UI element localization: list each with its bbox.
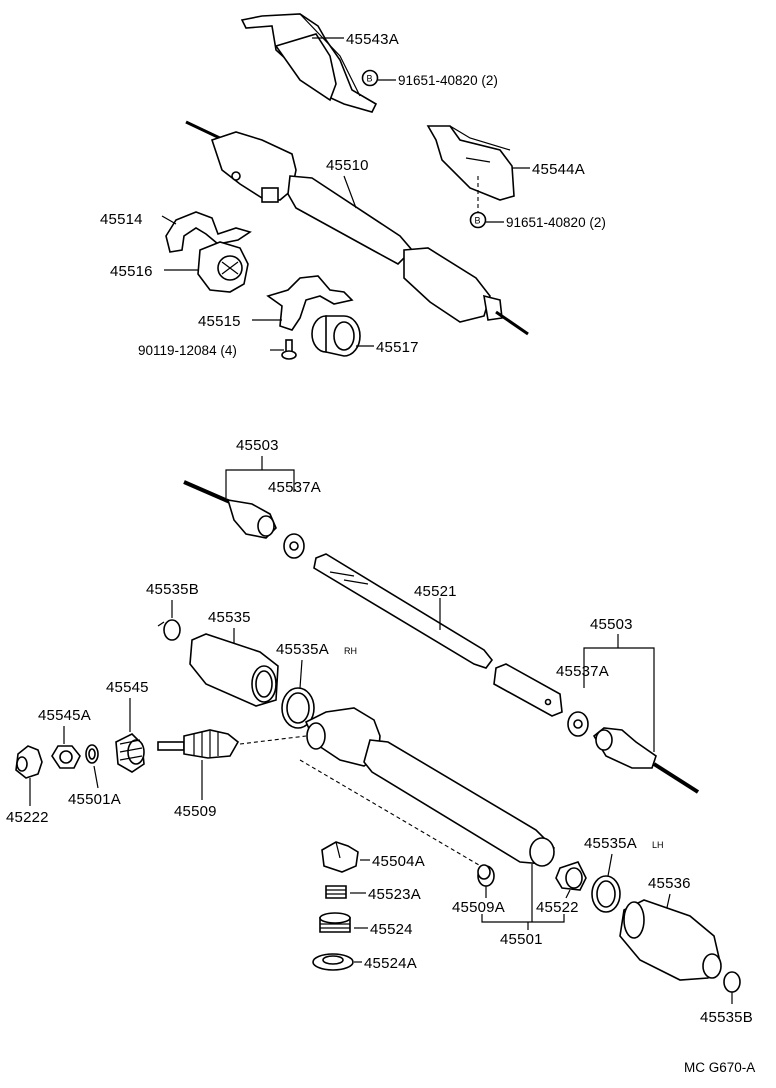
plug-45524[interactable]: [319, 912, 351, 933]
label-45535a-rh: 45535A: [276, 641, 329, 658]
label-45504a: 45504A: [372, 853, 425, 870]
bushing-45522[interactable]: [555, 861, 587, 891]
label-45535b-upper: 45535B: [146, 581, 199, 598]
label-45503-left: 45503: [236, 437, 279, 454]
label-45523a: 45523A: [368, 886, 421, 903]
label-45524: 45524: [370, 921, 413, 938]
label-rh-suffix: RH: [344, 646, 357, 656]
label-45501: 45501: [500, 931, 543, 948]
washer-45501a[interactable]: [85, 744, 99, 764]
svg-text:B: B: [475, 216, 481, 226]
label-45222: 45222: [6, 809, 49, 826]
pinion-45509[interactable]: [157, 729, 240, 759]
washer-45537a-left[interactable]: [283, 533, 305, 559]
label-45535b-lower: 45535B: [700, 1009, 753, 1026]
label-45509a: 45509A: [452, 899, 505, 916]
guide-45504a[interactable]: [321, 841, 359, 873]
label-45545a: 45545A: [38, 707, 91, 724]
bushing-45509a[interactable]: [477, 864, 495, 887]
diagram-code: MC G670-A: [684, 1060, 755, 1075]
bolt-90119[interactable]: [281, 339, 297, 360]
spring-45545[interactable]: [115, 733, 145, 773]
bolt-marker-icon: B: [469, 211, 487, 229]
boot-45535[interactable]: [189, 633, 279, 707]
svg-text:B: B: [367, 74, 373, 84]
tie-rod-45503-left[interactable]: [183, 480, 277, 539]
bushing-45516[interactable]: [197, 241, 249, 293]
clamp-45515[interactable]: [266, 275, 354, 331]
label-45537a-right: 45537A: [556, 663, 609, 680]
locknut-45524a[interactable]: [312, 953, 354, 971]
label-45514: 45514: [100, 211, 143, 228]
cap-45222[interactable]: [15, 745, 43, 779]
label-90119-12084: 90119-12084 (4): [138, 343, 237, 358]
washer-45537a-right[interactable]: [567, 711, 589, 737]
label-45521: 45521: [414, 583, 457, 600]
clamp-45514[interactable]: [165, 211, 252, 253]
clamp-45535a-rh[interactable]: [281, 687, 315, 729]
label-45517: 45517: [376, 339, 419, 356]
bushing-45517[interactable]: [311, 315, 361, 357]
clip-45535b-upper[interactable]: [157, 619, 181, 641]
bracket-45543a[interactable]: [240, 13, 378, 113]
label-45545: 45545: [106, 679, 149, 696]
rack-bar-45521[interactable]: [313, 553, 563, 717]
spring-45523a[interactable]: [325, 885, 347, 899]
boot-45536[interactable]: [619, 899, 722, 981]
label-45501a: 45501A: [68, 791, 121, 808]
rack-housing-45501[interactable]: [304, 707, 556, 867]
rack-housing-45510[interactable]: [185, 120, 529, 336]
label-45535: 45535: [208, 609, 251, 626]
label-45535a-lh: 45535A: [584, 835, 637, 852]
label-45509: 45509: [174, 803, 217, 820]
label-45510: 45510: [326, 157, 369, 174]
label-45515: 45515: [198, 313, 241, 330]
label-45522: 45522: [536, 899, 579, 916]
label-91651-40820-lower: 91651-40820 (2): [506, 215, 606, 230]
label-45537a-left: 45537A: [268, 479, 321, 496]
label-45524a: 45524A: [364, 955, 417, 972]
label-lh-suffix: LH: [652, 840, 664, 850]
tie-rod-45503-right[interactable]: [592, 727, 700, 794]
label-91651-40820-upper: 91651-40820 (2): [398, 73, 498, 88]
clip-45535b-lower[interactable]: [723, 971, 741, 993]
label-45536: 45536: [648, 875, 691, 892]
clamp-45535a-lh[interactable]: [591, 875, 621, 913]
label-45516: 45516: [110, 263, 153, 280]
label-45544a: 45544A: [532, 161, 585, 178]
label-45503-right: 45503: [590, 616, 633, 633]
nut-45545a[interactable]: [51, 745, 81, 769]
label-45543a: 45543A: [346, 31, 399, 48]
bolt-marker-icon: B: [361, 69, 379, 87]
bracket-45544a[interactable]: [426, 125, 515, 201]
